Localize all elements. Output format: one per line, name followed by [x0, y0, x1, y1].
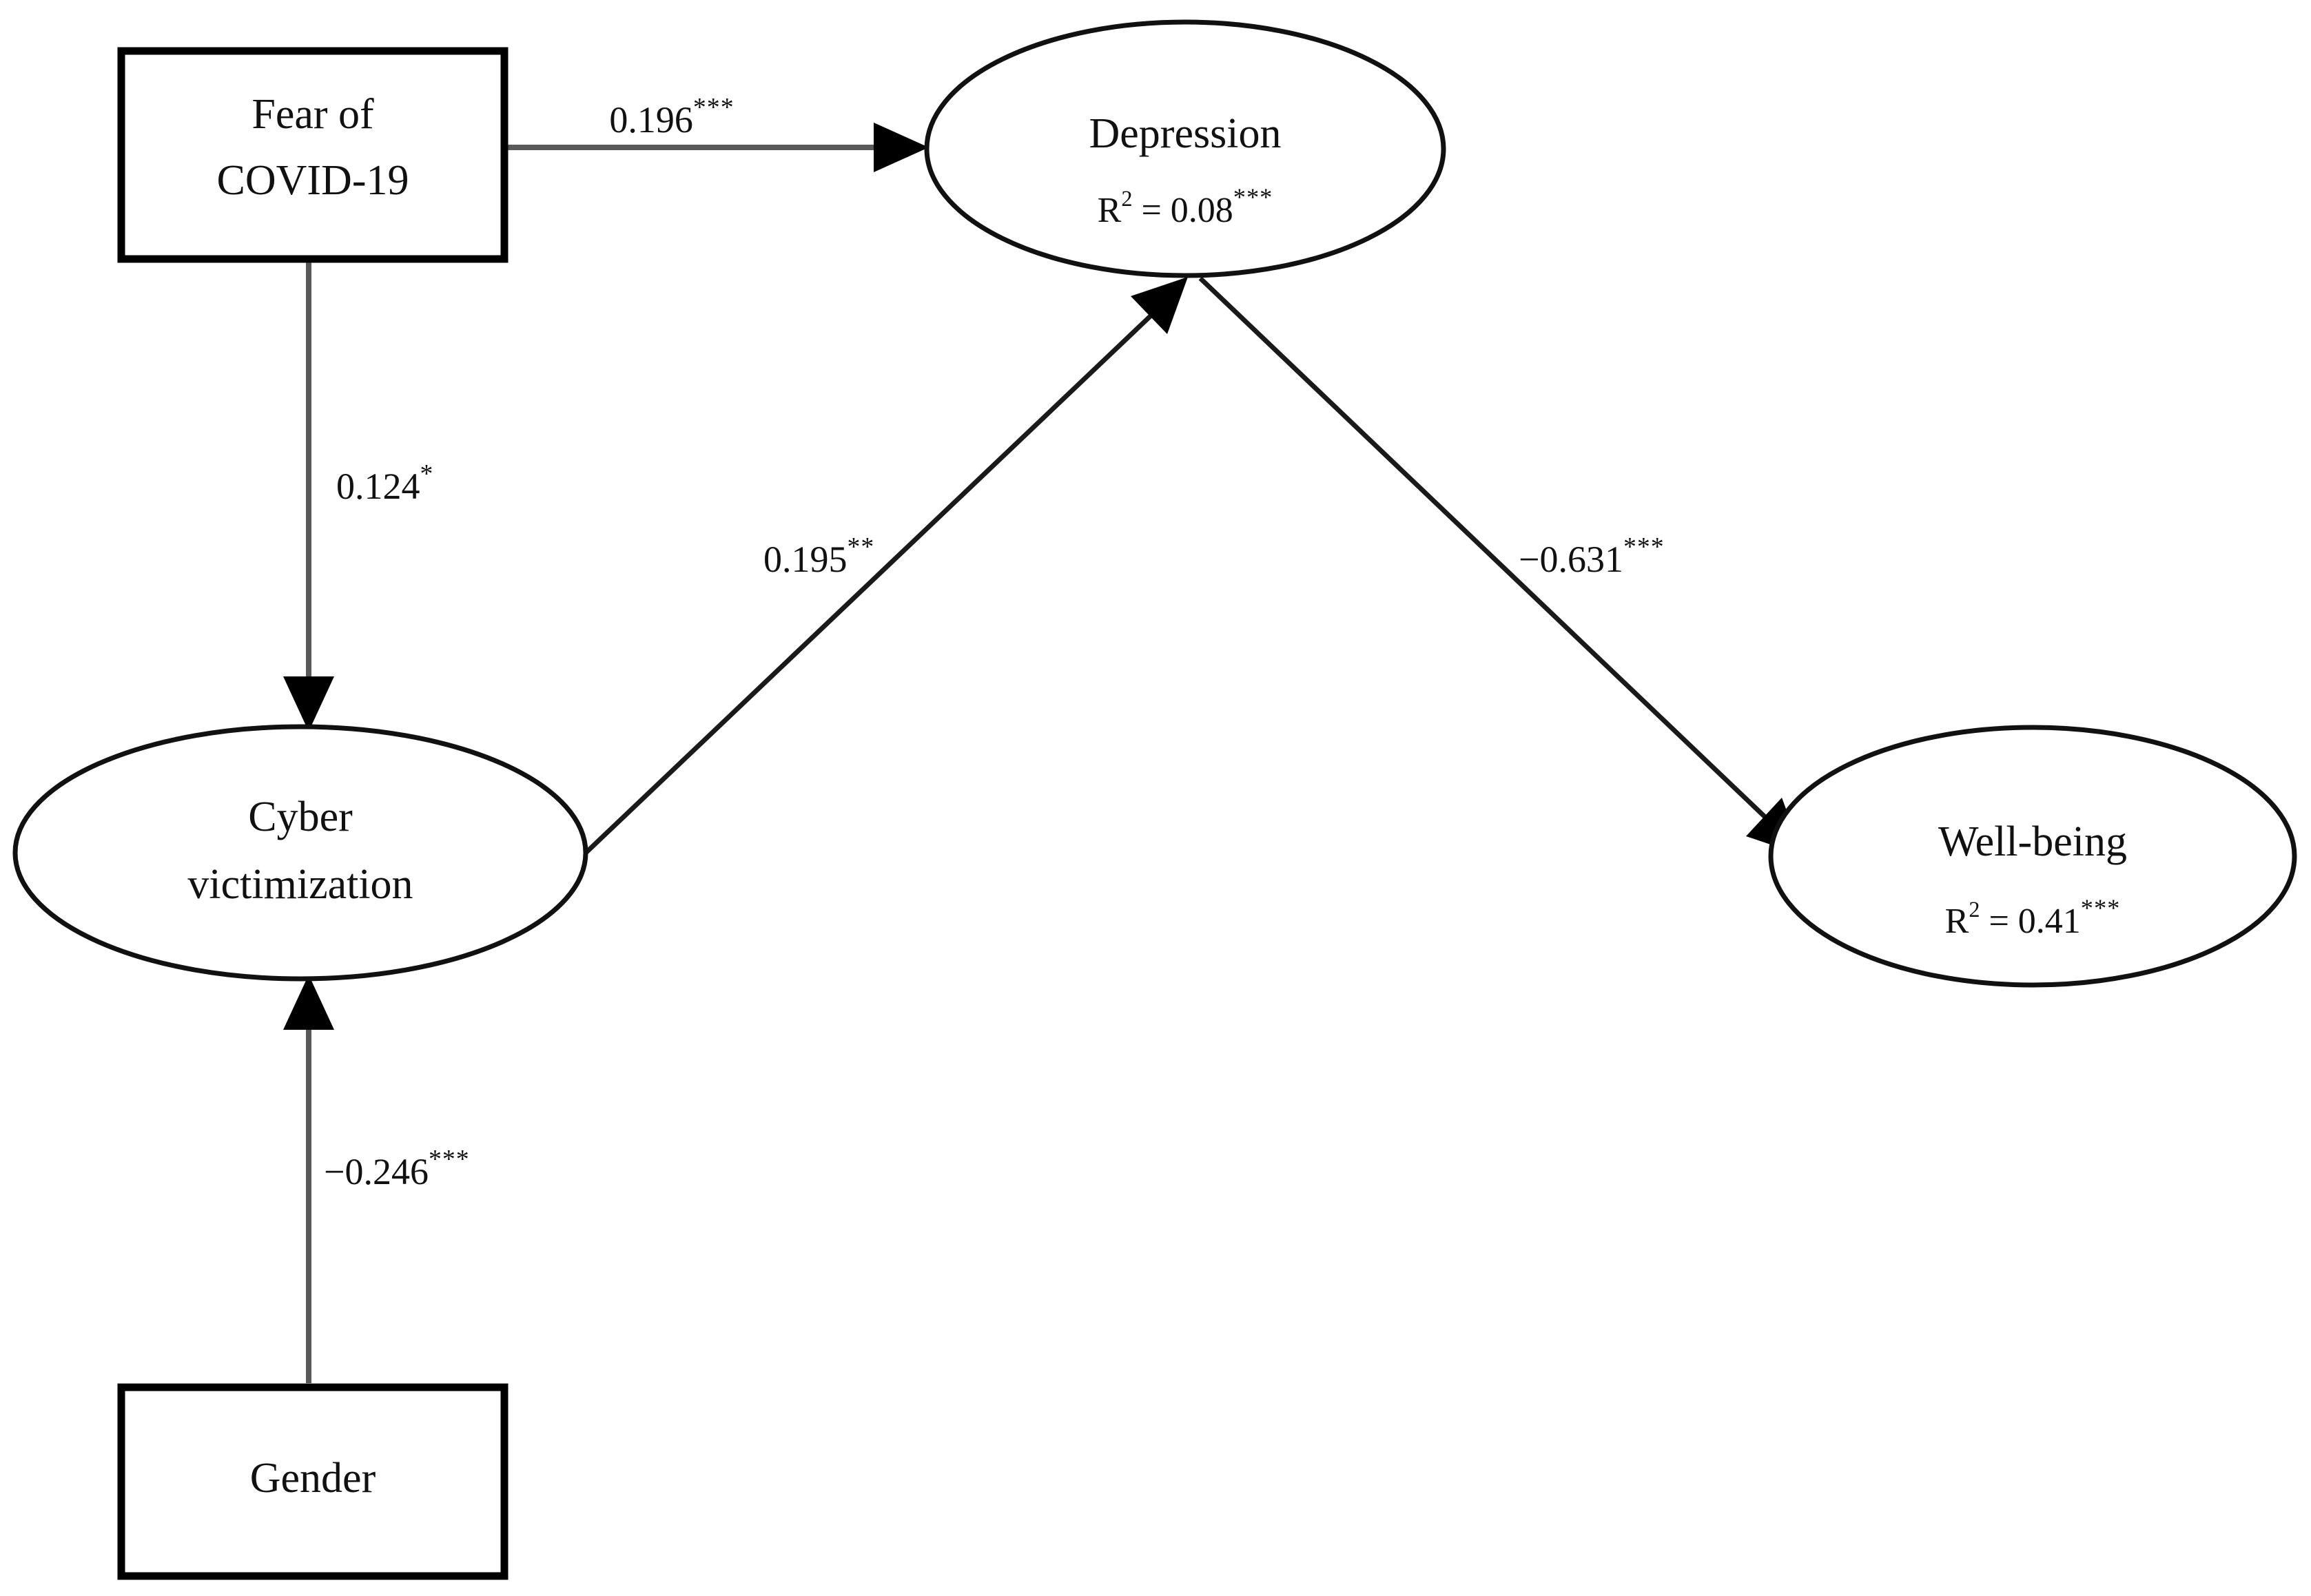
node-r2-body-well-being: = 0.41	[1980, 902, 2080, 941]
node-ellipse-cyber-victimization[interactable]	[12, 724, 588, 982]
edge-label-depression-to-wellbeing: −0.631***	[1519, 532, 1665, 581]
node-ellipse-well-being[interactable]	[1768, 725, 2297, 988]
node-label-depression: Depression	[1089, 110, 1282, 157]
edge-coefficient-gender-to-cyber: −0.246	[324, 1151, 429, 1192]
node-gender[interactable]: Gender	[117, 1383, 509, 1580]
node-r2-stars-depression: ***	[1233, 183, 1273, 211]
edge-label-fear-to-cyber: 0.124*	[336, 459, 433, 508]
edge-fear-to-cyber: 0.124*	[283, 262, 433, 732]
node-depression[interactable]: Depression R2 = 0.08***	[924, 19, 1446, 278]
arrow-head-fear-to-depression	[874, 123, 929, 172]
node-cyber-victimization[interactable]: Cyber victimization	[12, 724, 588, 982]
edge-cyber-to-depression: 0.195**	[580, 277, 1188, 858]
node-rect-gender[interactable]	[117, 1383, 509, 1580]
arrow-head-gender-to-cyber	[283, 975, 334, 1030]
edge-fear-to-depression: 0.196***	[504, 93, 929, 172]
edge-gender-to-cyber: −0.246***	[283, 975, 470, 1383]
edge-stars-fear-to-depression: ***	[693, 93, 735, 122]
edge-label-cyber-to-depression: 0.195**	[763, 532, 874, 581]
node-r2-stars-well-being: ***	[2081, 894, 2121, 922]
edge-label-fear-to-depression: 0.196***	[609, 93, 734, 141]
node-fear-of-covid[interactable]: Fear of COVID-19	[117, 47, 509, 263]
edge-stars-depression-to-wellbeing: ***	[1623, 532, 1665, 561]
node-r2-exponent-well-being: 2	[1969, 897, 1980, 922]
edge-stars-fear-to-cyber: *	[420, 459, 434, 488]
edge-depression-to-wellbeing: −0.631***	[1198, 276, 1803, 856]
edge-line-depression-to-wellbeing	[1198, 276, 1788, 839]
node-ellipse-depression[interactable]	[924, 19, 1446, 278]
edge-coefficient-cyber-to-depression: 0.195	[763, 539, 848, 580]
node-well-being[interactable]: Well-being R2 = 0.41***	[1768, 725, 2297, 988]
node-r2-prefix-well-being: R	[1945, 902, 1969, 941]
edge-coefficient-fear-to-depression: 0.196	[609, 99, 693, 141]
edge-line-cyber-to-depression	[580, 294, 1173, 858]
arrow-head-cyber-to-depression	[1131, 277, 1188, 334]
edge-label-gender-to-cyber: −0.246***	[324, 1145, 470, 1193]
node-label-cyber-victimization-line2: victimization	[187, 861, 413, 908]
node-r2-body-depression: = 0.08	[1132, 191, 1233, 230]
node-label-well-being: Well-being	[1938, 818, 2127, 865]
edge-coefficient-depression-to-wellbeing: −0.631	[1519, 539, 1623, 580]
node-r2-well-being: R2 = 0.41***	[1945, 894, 2121, 941]
edge-stars-gender-to-cyber: ***	[429, 1145, 470, 1174]
edge-coefficient-fear-to-cyber: 0.124	[336, 466, 420, 507]
node-label-gender: Gender	[250, 1455, 376, 1502]
node-r2-exponent-depression: 2	[1121, 186, 1132, 211]
node-label-cyber-victimization-line1: Cyber	[248, 794, 353, 840]
node-rect-fear-of-covid[interactable]	[117, 47, 509, 263]
node-r2-prefix-depression: R	[1098, 191, 1122, 230]
arrow-head-fear-to-cyber	[283, 676, 334, 732]
node-r2-depression: R2 = 0.08***	[1098, 183, 1273, 230]
node-label-fear-of-covid-line2: COVID-19	[217, 157, 409, 204]
node-label-fear-of-covid-line1: Fear of	[251, 91, 374, 138]
edge-stars-cyber-to-depression: **	[848, 532, 875, 561]
